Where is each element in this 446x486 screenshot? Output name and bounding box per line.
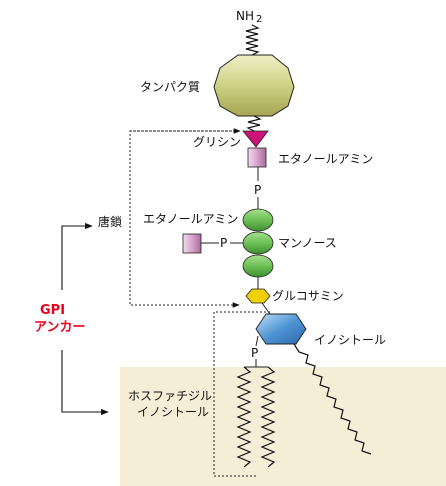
inositol-side-chain bbox=[293, 343, 372, 455]
phosphatidyl-dashed-bracket bbox=[213, 311, 270, 477]
phosphatidyl-label-line1: ホスファチジル bbox=[128, 389, 212, 403]
glycine-label: グリシン bbox=[193, 135, 241, 149]
nh2-subscript: 2 bbox=[256, 14, 262, 25]
mannose-label: マンノース bbox=[278, 236, 337, 250]
mannose-shape-2 bbox=[242, 231, 274, 255]
phosphatidyl-label-line2: イノシトール bbox=[137, 405, 209, 419]
gpi-label-line1: GPI bbox=[40, 303, 65, 318]
ethanolamine-side-shape bbox=[182, 233, 202, 254]
protein-glycine-chain bbox=[246, 115, 262, 132]
phosphatidyl-arrow bbox=[61, 350, 109, 416]
protein-label: タンパク質 bbox=[140, 79, 200, 94]
lipid-tail-left bbox=[236, 366, 252, 468]
gpi-label-line2: アンカー bbox=[34, 320, 85, 335]
glucosamine-label: グルコサミン bbox=[272, 289, 344, 303]
protein-shape bbox=[213, 54, 295, 117]
nh2-label: NH bbox=[236, 9, 254, 23]
membrane-region bbox=[120, 367, 446, 486]
sugar-chain-arrow bbox=[61, 222, 93, 290]
glycine-shape bbox=[242, 130, 269, 148]
n-terminal-chain bbox=[245, 24, 260, 56]
glucosamine-shape bbox=[245, 288, 271, 304]
phosphate-side-label: P bbox=[220, 236, 227, 250]
mannose-shape-1 bbox=[242, 208, 274, 232]
mannose-shape-3 bbox=[242, 254, 274, 278]
phosphate-top-label: P bbox=[254, 183, 261, 197]
lipid-tail-right bbox=[260, 366, 276, 468]
inositol-shape bbox=[255, 313, 307, 345]
ethanolamine-side-label: エタノールアミン bbox=[143, 212, 238, 226]
sugar-chain-label: 唐鎖 bbox=[98, 214, 122, 229]
sugar-chain-dashed-bracket bbox=[129, 130, 240, 308]
inositol-p-link bbox=[255, 335, 259, 347]
ethanolamine-top-label: エタノールアミン bbox=[278, 152, 373, 166]
ethanolamine-top-shape bbox=[247, 147, 267, 168]
phosphate-lipid-label: P bbox=[251, 346, 258, 360]
inositol-label: イノシトール bbox=[314, 333, 386, 347]
